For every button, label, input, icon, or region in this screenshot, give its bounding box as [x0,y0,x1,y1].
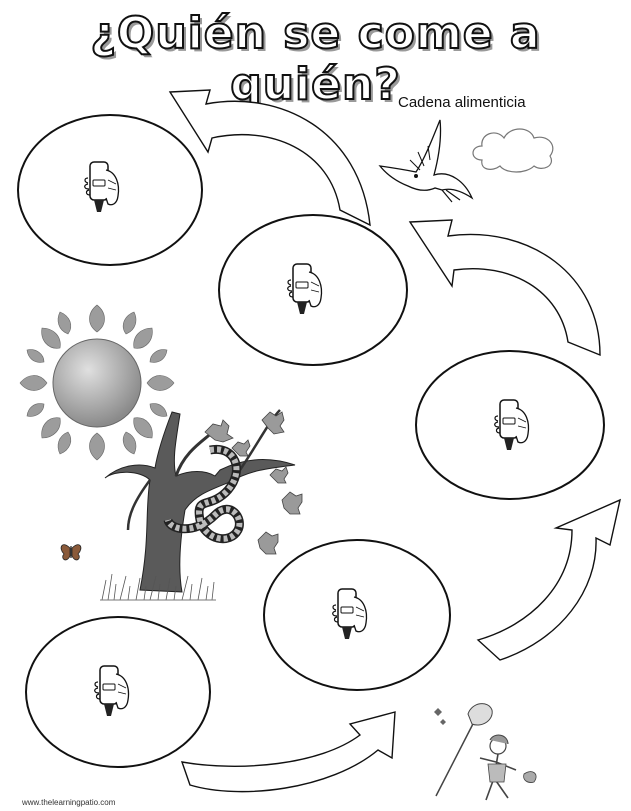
placeholder-circle-1 [17,114,203,266]
placeholder-circle-3 [415,350,605,500]
butterfly-icon [60,544,82,561]
tree-icon [100,409,303,601]
worksheet-subtitle: Cadena alimenticia [398,94,526,111]
child-with-net-icon [434,703,537,801]
cloud-icon [472,128,554,173]
grass-icon [100,573,216,601]
sun-icon [19,304,175,461]
snake-icon [163,444,244,544]
placeholder-circle-5 [25,616,211,768]
arrow-icon [168,89,621,793]
footer-url: www.thelearningpatio.com [22,798,116,807]
placeholder-circle-2 [218,214,408,366]
eagle-icon [378,119,474,203]
worksheet-title: ¿Quién se come a quién? [89,7,541,111]
placeholder-circle-4 [263,539,451,691]
